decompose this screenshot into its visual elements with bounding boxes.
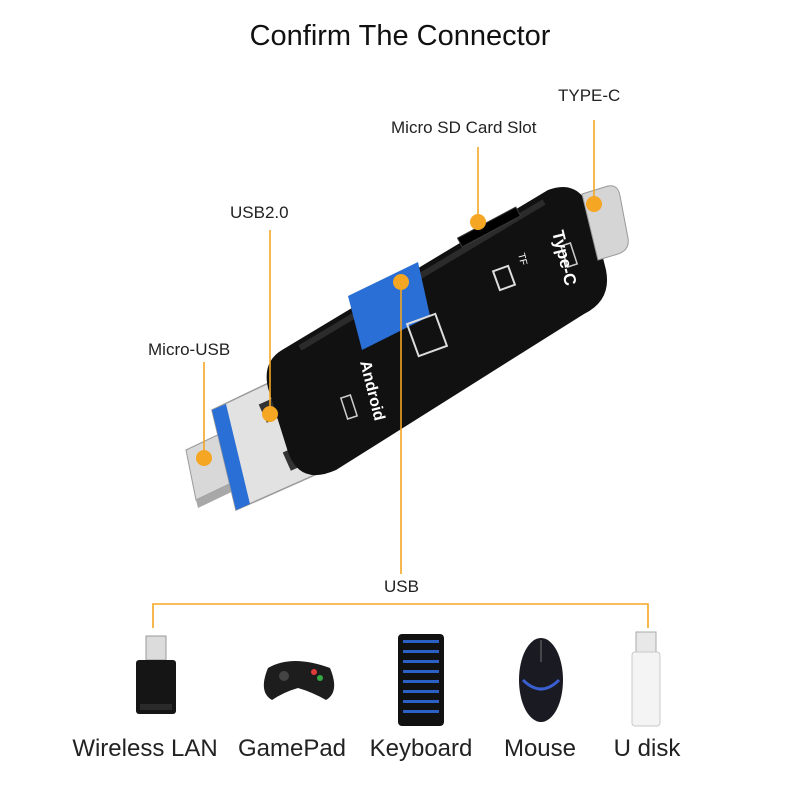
mouse-icon: [519, 638, 563, 722]
gamepad-icon: [263, 661, 335, 700]
card-reader-body: Android Type-C TF: [266, 187, 608, 476]
callout-micro-sd-slot: Micro SD Card Slot: [391, 118, 537, 137]
callout-usb: USB: [384, 577, 419, 596]
device-label-mouse: Mouse: [503, 735, 577, 762]
device-label-keyboard: Keyboard: [369, 735, 473, 762]
callout-micro-usb: Micro-USB: [148, 340, 231, 359]
callout-lines: [152, 120, 649, 628]
callout-dots: [196, 196, 602, 466]
device-label-u-disk: U disk: [613, 735, 681, 762]
callout-type-c: TYPE-C: [558, 86, 621, 105]
device-label-gamepad: GamePad: [237, 735, 347, 762]
keyboard-icon: [398, 634, 444, 726]
page-title: Confirm The Connector: [249, 20, 551, 52]
wireless-lan-adapter-icon: [136, 635, 176, 714]
device-label-wireless-lan: Wireless LAN: [72, 735, 218, 762]
tf-marking: TF: [515, 252, 529, 267]
usb-flash-drive-icon: [631, 631, 661, 727]
callout-usb2: USB2.0: [230, 203, 289, 222]
